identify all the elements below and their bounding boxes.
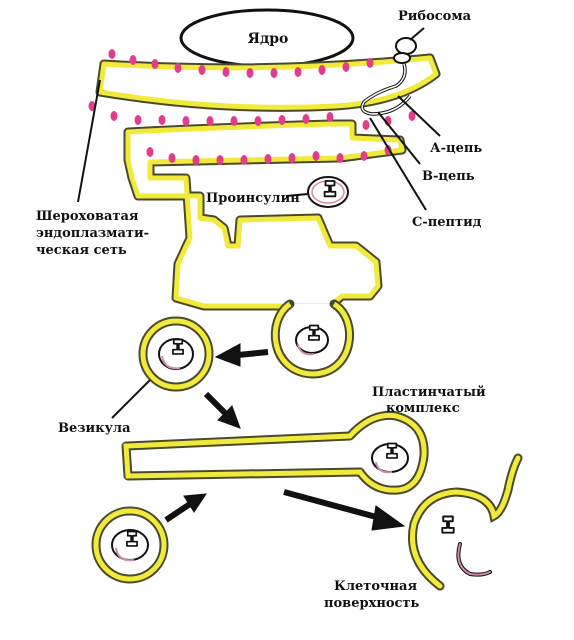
- er-bud-cargo: [295, 324, 329, 356]
- lamellar-complex: [121, 410, 429, 495]
- nascent-chain-inner: [361, 63, 411, 115]
- label-rough-er-1: Шероховатая: [36, 209, 139, 224]
- ribosome-dot: [270, 68, 278, 78]
- label-b-chain: В-цепь: [422, 169, 475, 184]
- ribosome-dots: [88, 49, 416, 165]
- ribosome-dot: [264, 154, 272, 164]
- label-ribosome: Рибосома: [398, 9, 472, 24]
- label-c-peptide: С-пептид: [412, 215, 482, 230]
- ribosome-complex: [360, 37, 417, 116]
- ribosome-dot: [182, 116, 190, 126]
- nucleus: Ядро: [179, 8, 355, 68]
- ribosome-dot: [254, 116, 262, 126]
- proinsulin-molecule: [307, 176, 349, 208]
- ribosome-dot: [222, 67, 230, 77]
- ribosome-large-subunit: [395, 37, 417, 55]
- ribosome-dot: [342, 62, 350, 72]
- ribosome-dot: [384, 145, 392, 155]
- ribosome-dot: [129, 55, 137, 65]
- ribosome-dot: [240, 155, 248, 165]
- released-c-peptide-inner: [457, 543, 491, 576]
- transport-vesicle-2: [91, 506, 169, 584]
- ribosome-dot: [168, 153, 176, 163]
- leader-ribosome: [409, 27, 425, 41]
- label-proinsulin: Проинсулин: [206, 191, 300, 206]
- ribosome-dot: [326, 112, 334, 122]
- ribosome-dot: [302, 114, 310, 124]
- rough-er: [95, 53, 441, 379]
- ribosome-dot: [108, 49, 116, 59]
- ribosome-dot: [158, 115, 166, 125]
- cell-membrane-edge: [408, 453, 523, 591]
- er-budding-vesicle-fill: [272, 301, 353, 377]
- vesicle-1-c-peptide: [161, 355, 181, 370]
- nucleus-label: Ядро: [248, 31, 289, 47]
- ribosome-dot: [312, 151, 320, 161]
- ribosome-small-subunit: [393, 52, 411, 64]
- ribosome-dot: [366, 58, 374, 68]
- ribosome-dot: [408, 111, 416, 121]
- label-lamellar-complex-2: комплекс: [386, 401, 460, 416]
- transport-vesicle-1: [138, 316, 214, 392]
- released-insulin-icon: [441, 515, 455, 534]
- ribosome-dot: [88, 101, 96, 111]
- leader-proinsulin: [285, 193, 309, 197]
- ribosome-dot: [146, 147, 154, 157]
- vesicle-2-c-peptide: [115, 547, 135, 562]
- ribosome-dot: [294, 67, 302, 77]
- ribosome-dot: [230, 116, 238, 126]
- ribosome-dot: [360, 151, 368, 161]
- label-rough-er-3: ческая сеть: [36, 243, 127, 258]
- er-bud-c-peptide: [297, 343, 315, 356]
- arrow-to-cell-surface: [283, 489, 406, 531]
- labels: Рибосома А-цепь В-цепь С-пептид Проинсул…: [36, 9, 486, 611]
- rough-er-lower-cisterna-fill: [125, 121, 405, 309]
- arrow-er-to-vesicle: [214, 343, 269, 367]
- label-cell-surface-1: Клеточная: [334, 579, 417, 594]
- ribosome-dot: [134, 115, 142, 125]
- lamellar-complex-cisterna-fill: [123, 412, 427, 493]
- label-a-chain: А-цепь: [430, 141, 482, 156]
- lamellar-c-peptide: [375, 461, 393, 474]
- label-rough-er-2: эндоплазмати-: [36, 226, 149, 241]
- cell-surface: [408, 453, 523, 591]
- cell-membrane: [410, 455, 521, 589]
- ribosome-dot: [151, 59, 159, 69]
- leader-c-peptide: [369, 117, 427, 211]
- ribosome-dot: [362, 120, 370, 130]
- leader-b-chain: [377, 111, 421, 165]
- ribosome-dot: [198, 65, 206, 75]
- ribosome-dot: [278, 115, 286, 125]
- label-cell-surface-2: поверхность: [324, 596, 419, 611]
- label-lamellar-complex-1: Пластинчатый: [372, 385, 486, 400]
- ribosome-dot: [336, 153, 344, 163]
- ribosome-dot: [318, 65, 326, 75]
- vesicle-2-membrane: [93, 508, 167, 582]
- ribosome-dot: [174, 63, 182, 73]
- arrow-vesicle-to-golgi: [203, 391, 241, 429]
- flow-arrows: [164, 343, 406, 531]
- ribosome-dot: [206, 116, 214, 126]
- ribosome-dot: [216, 155, 224, 165]
- leader-a-chain: [397, 95, 441, 137]
- leader-vesicle: [111, 379, 151, 419]
- ribosome-dot: [110, 111, 118, 121]
- ribosome-dot: [192, 155, 200, 165]
- rough-er-top-sheet-fill: [97, 55, 439, 110]
- arrow-golgi-vesicle-in: [164, 493, 207, 523]
- label-vesicle: Везикула: [58, 421, 131, 436]
- ribosome-dot: [246, 68, 254, 78]
- ribosome-dot: [288, 153, 296, 163]
- vesicle-1-membrane: [140, 318, 212, 390]
- leader-lines: [77, 27, 441, 419]
- leader-rough-er: [77, 79, 101, 203]
